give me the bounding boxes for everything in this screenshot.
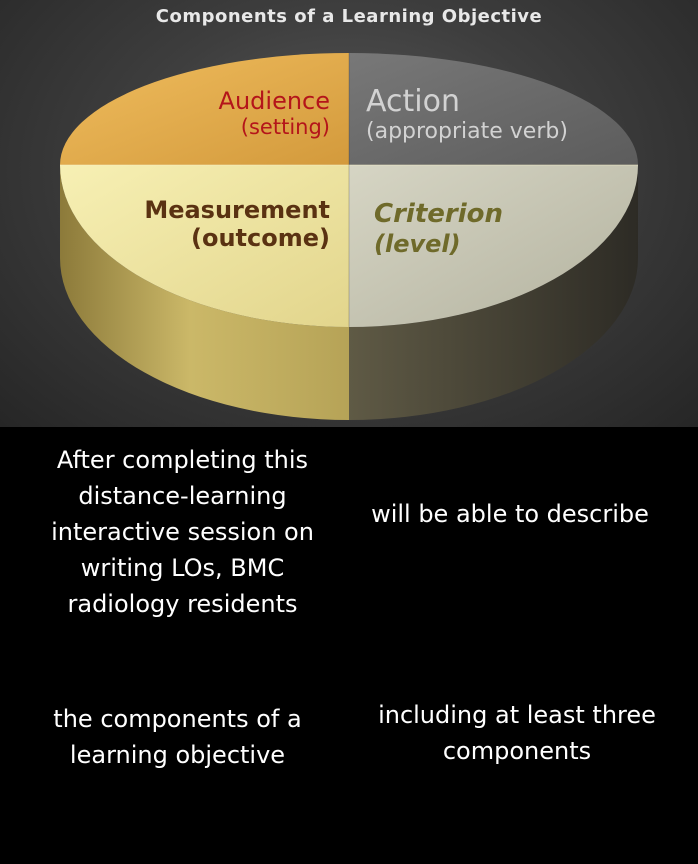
audience-segment (60, 53, 349, 165)
criterion-subtitle: (level) (374, 229, 461, 258)
measurement-side-wall (60, 165, 349, 420)
action-subtitle: (appropriate verb) (366, 119, 568, 145)
pie-diagram (60, 53, 638, 420)
measurement-segment (60, 165, 349, 327)
criterion-segment (349, 165, 638, 327)
action-example-text: will be able to describe (371, 500, 649, 528)
measurement-title: Measurement (144, 196, 330, 224)
criterion-title: Criterion (374, 199, 503, 229)
audience-subtitle: (setting) (240, 115, 330, 140)
action-label: Action (appropriate verb) (366, 84, 626, 145)
criterion-example-text: including at least three components (378, 701, 656, 765)
diagram-title: Components of a Learning Objective (155, 6, 543, 27)
measurement-example-text: the components of a learning objective (53, 705, 302, 769)
action-title: Action (366, 84, 460, 119)
audience-example-text: After completing this distance-learning … (51, 446, 314, 618)
measurement-label: Measurement (outcome) (110, 196, 330, 253)
measurement-subtitle: (outcome) (191, 224, 330, 253)
audience-label: Audience (setting) (150, 87, 330, 140)
action-segment (349, 53, 638, 165)
criterion-label: Criterion (level) (374, 199, 594, 258)
audience-title: Audience (218, 87, 330, 115)
criterion-side-wall (349, 165, 638, 420)
